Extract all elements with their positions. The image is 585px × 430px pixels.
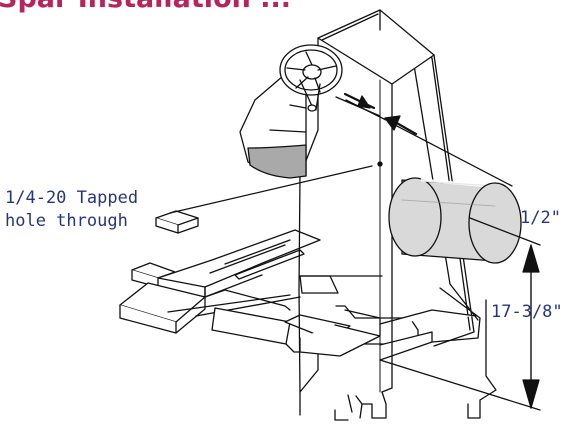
tapped-hole-label-line1: 1/4-20 Tapped xyxy=(5,188,139,208)
tapped-hole-callout xyxy=(169,161,383,214)
half-inch-dimension xyxy=(335,92,513,187)
cylinder-spar xyxy=(388,177,522,264)
half-inch-label: 1/2" xyxy=(520,208,561,228)
support-block xyxy=(155,210,199,234)
hand-wheel xyxy=(279,44,343,112)
page-title: Spar Installation ... xyxy=(0,0,291,14)
height-label: 17-3/8" xyxy=(491,302,563,322)
tapped-hole-label-line2: hole through xyxy=(5,211,128,231)
height-dimension xyxy=(379,217,541,411)
slide-rails xyxy=(119,229,321,353)
blade-housing xyxy=(239,75,307,179)
